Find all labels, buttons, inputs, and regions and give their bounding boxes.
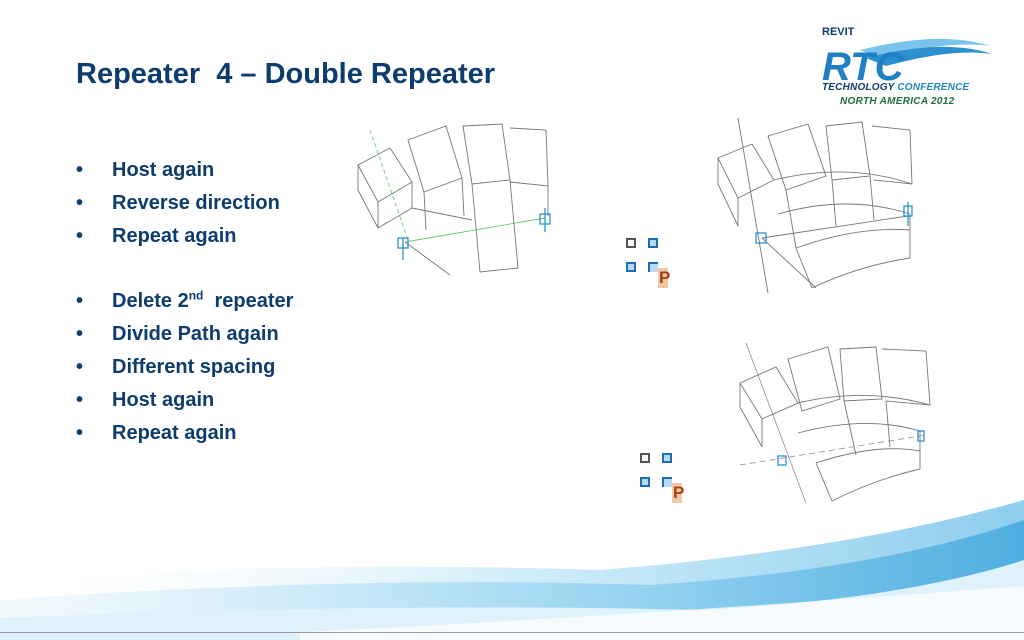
slide-title: Repeater 4 – Double Repeater bbox=[76, 58, 496, 90]
repeater-tool-icon: P bbox=[640, 453, 690, 503]
bullet-text: Delete 2 bbox=[112, 290, 189, 312]
bullet-glyph: • bbox=[76, 290, 84, 312]
bullet-text: Different spacing bbox=[112, 356, 276, 378]
repeater-diagram-1 bbox=[357, 123, 551, 276]
square-gray-icon bbox=[626, 238, 636, 248]
bullet-glyph: • bbox=[76, 225, 84, 247]
bullet-item: • Divide Path again bbox=[76, 319, 293, 352]
repeater-diagram-2 bbox=[717, 118, 913, 293]
p-badge-icon: P bbox=[658, 268, 674, 288]
bullet-list: • Host again • Reverse direction • Repeat a… bbox=[76, 155, 293, 451]
host-point-marker bbox=[917, 430, 925, 442]
bullet-text: Reverse direction bbox=[112, 192, 280, 214]
bullet-item: • Host again bbox=[76, 385, 293, 418]
logo-conference-word: CONFERENCE bbox=[897, 82, 970, 93]
bullet-text-suffix: repeater bbox=[203, 290, 294, 312]
square-blue-icon bbox=[648, 238, 658, 248]
footer-divider bbox=[0, 632, 1024, 633]
host-point-marker bbox=[755, 232, 767, 244]
logo-north-america-text: NORTH AMERICA 2012 bbox=[840, 96, 955, 107]
bullet-item: • Repeat again bbox=[76, 418, 293, 451]
bullet-text: Host again bbox=[112, 389, 215, 411]
bullet-item: • Host again bbox=[76, 155, 293, 188]
bullet-glyph: • bbox=[76, 422, 84, 444]
bullet-item: • Different spacing bbox=[76, 352, 293, 385]
rtc-logo: REVIT RTC TECHNOLOGY CONFERENCE NORTH AM… bbox=[820, 24, 998, 116]
bullet-text: Host again bbox=[112, 159, 215, 181]
bullet-text: Repeat again bbox=[112, 422, 237, 444]
bullet-glyph: • bbox=[76, 356, 84, 378]
bullet-text: Divide Path again bbox=[112, 323, 279, 345]
square-blue-icon bbox=[648, 262, 658, 272]
bullet-item: • Reverse direction bbox=[76, 188, 293, 221]
square-blue-icon bbox=[662, 453, 672, 463]
host-point-marker bbox=[777, 455, 787, 466]
logo-technology-text: TECHNOLOGY CONFERENCE bbox=[822, 82, 969, 93]
square-gray-icon bbox=[640, 453, 650, 463]
p-badge-letter: P bbox=[673, 483, 685, 502]
logo-rtc-letters: RTC bbox=[822, 45, 905, 89]
p-badge-letter: P bbox=[659, 268, 671, 287]
bullet-glyph: • bbox=[76, 159, 84, 181]
bullet-item: • Delete 2nd repeater bbox=[76, 286, 293, 319]
p-badge-icon: P bbox=[672, 483, 688, 503]
bullet-glyph: • bbox=[76, 323, 84, 345]
bullet-glyph: • bbox=[76, 389, 84, 411]
logo-rtc-mark: RTC bbox=[822, 38, 992, 89]
logo-revit-text: REVIT bbox=[822, 26, 855, 38]
bullet-glyph: • bbox=[76, 192, 84, 214]
repeater-diagram-3 bbox=[739, 343, 931, 504]
footer-wave-decoration bbox=[0, 500, 1024, 640]
repeater-tool-icon: P bbox=[626, 238, 676, 288]
logo-tech-word: TECHNOLOGY bbox=[822, 82, 895, 93]
square-blue-icon bbox=[640, 477, 650, 487]
square-blue-icon bbox=[662, 477, 672, 487]
bullet-item: • Repeat again bbox=[76, 221, 293, 254]
square-blue-icon bbox=[626, 262, 636, 272]
bullet-spacer bbox=[76, 254, 293, 286]
bullet-text: Repeat again bbox=[112, 225, 237, 247]
bullet-superscript: nd bbox=[188, 288, 204, 303]
